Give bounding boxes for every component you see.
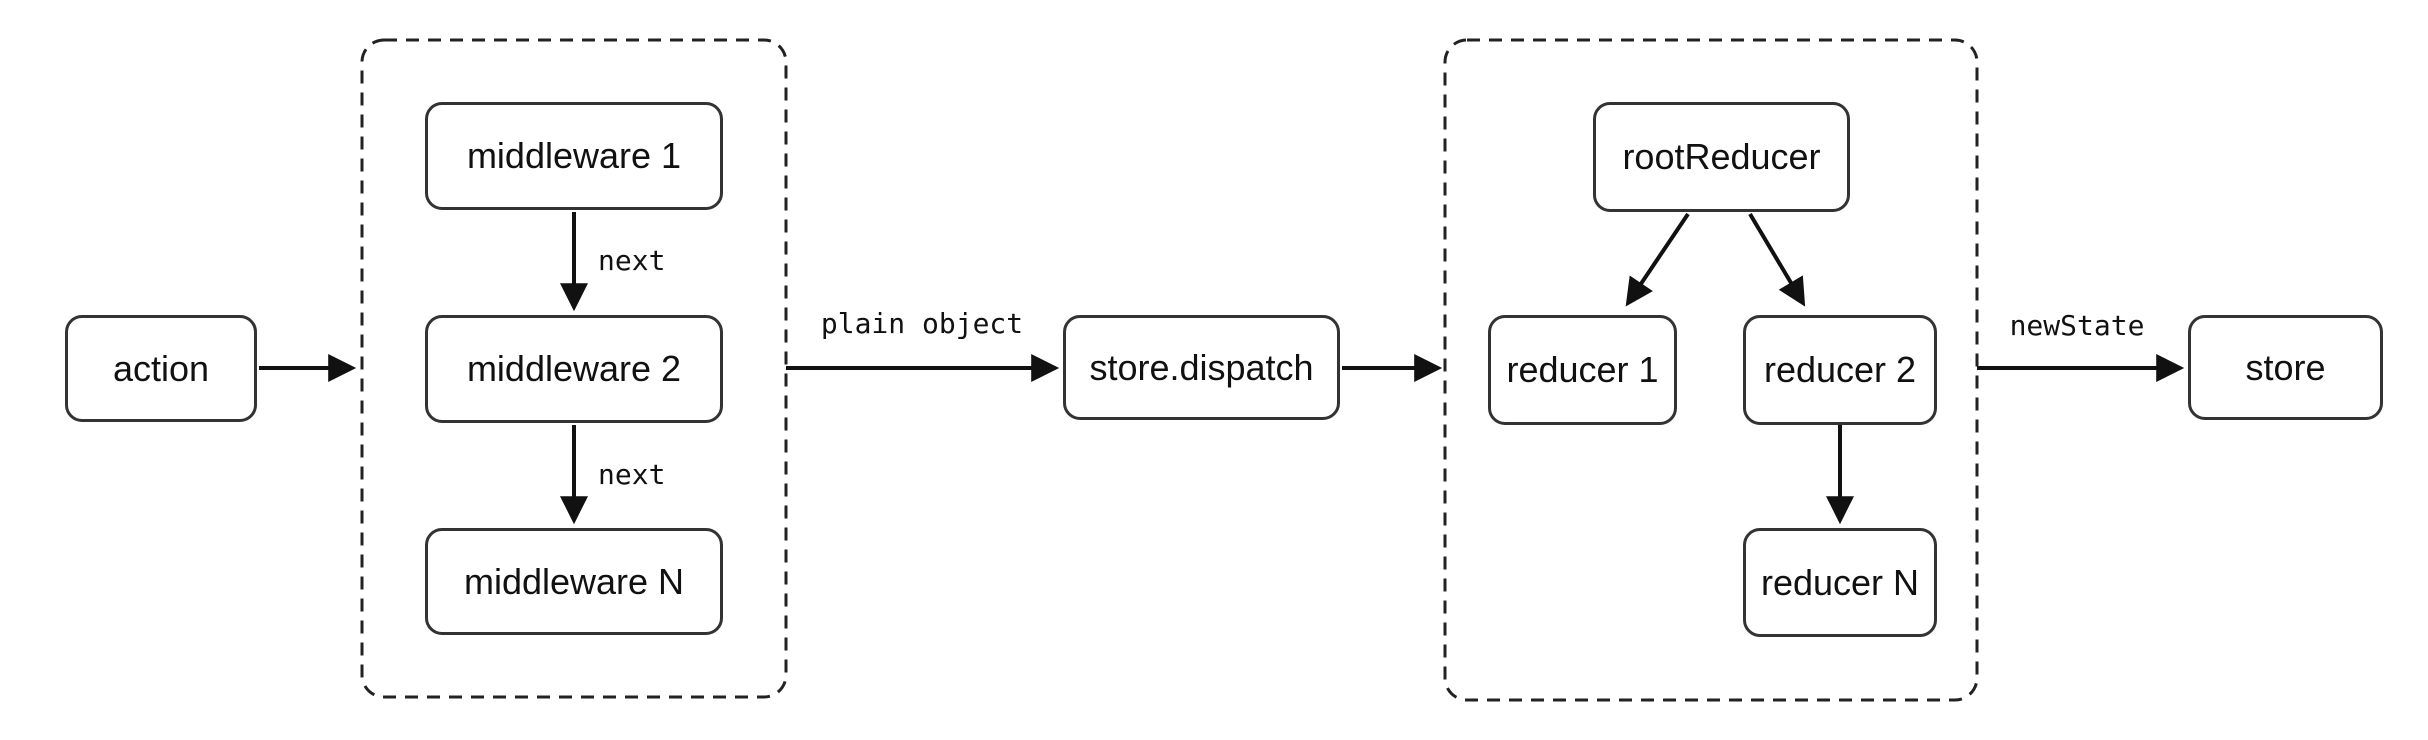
node-root-reducer-label: rootReducer bbox=[1622, 136, 1821, 177]
node-middleware-1: middleware 1 bbox=[425, 102, 723, 210]
node-reducer-n-label: reducer N bbox=[1760, 561, 1920, 603]
node-action-label: action bbox=[112, 347, 210, 389]
node-reducer-1-label: reducer 1 bbox=[1506, 349, 1659, 390]
edge-label-next-2: next bbox=[598, 458, 666, 491]
node-reducer-2: reducer 2 bbox=[1743, 315, 1937, 425]
node-reducer-2-label: reducer 2 bbox=[1763, 349, 1917, 390]
node-action: action bbox=[65, 315, 257, 422]
middleware-group-outline bbox=[360, 38, 788, 699]
edge-label-plain-object: plain object bbox=[820, 307, 1024, 340]
node-store-dispatch: store.dispatch bbox=[1063, 315, 1340, 420]
arrow-rootreducer-to-reducer1 bbox=[1625, 212, 1690, 307]
node-middleware-n-label: middleware N bbox=[463, 560, 685, 602]
node-middleware-2-label: middleware 2 bbox=[466, 348, 682, 389]
node-reducer-1: reducer 1 bbox=[1488, 315, 1677, 425]
node-middleware-n: middleware N bbox=[425, 528, 723, 635]
node-middleware-2: middleware 2 bbox=[425, 315, 723, 423]
node-root-reducer: rootReducer bbox=[1593, 102, 1850, 212]
edge-label-next-1: next bbox=[598, 244, 666, 277]
node-reducer-n: reducer N bbox=[1743, 528, 1937, 637]
node-store-dispatch-label: store.dispatch bbox=[1089, 346, 1314, 388]
reducer-group-outline bbox=[1443, 38, 1979, 702]
edge-label-new-state: newState bbox=[2009, 309, 2145, 342]
node-store: store bbox=[2188, 315, 2383, 420]
arrow-rootreducer-to-reducer2 bbox=[1748, 212, 1806, 307]
node-store-label: store bbox=[2245, 346, 2326, 388]
node-middleware-1-label: middleware 1 bbox=[466, 135, 682, 176]
